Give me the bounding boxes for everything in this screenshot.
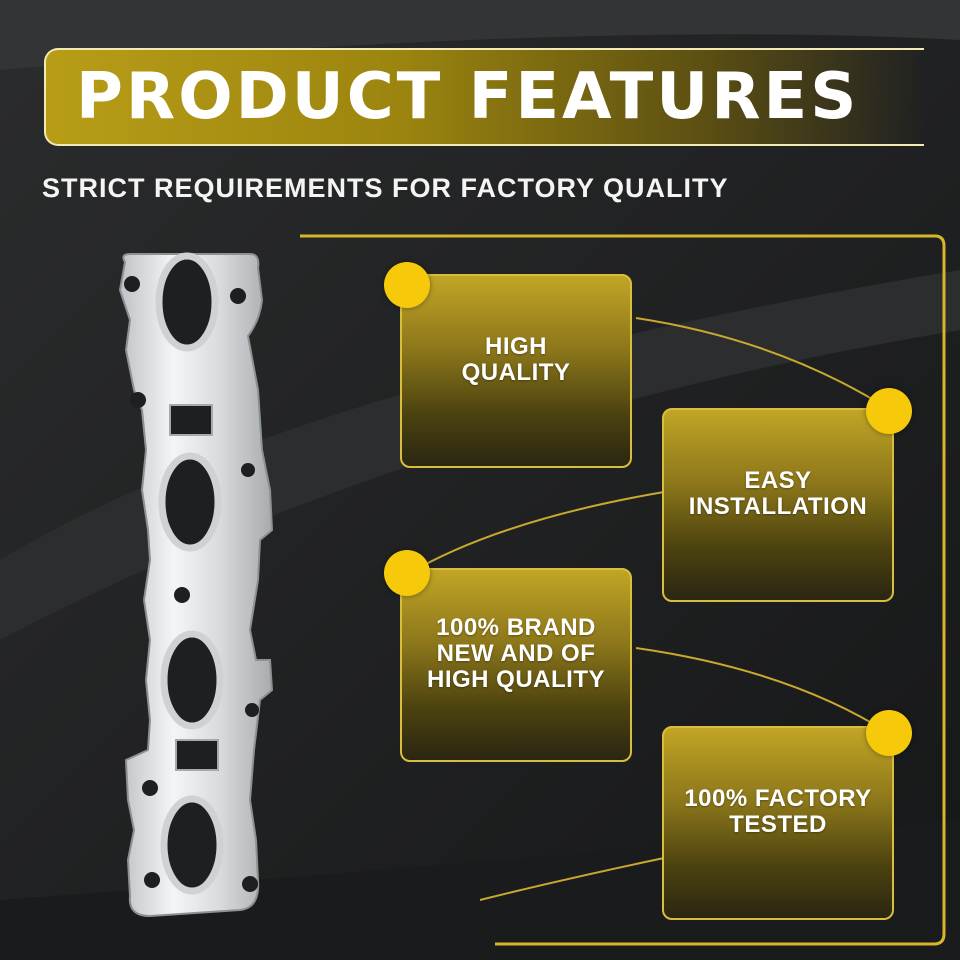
bullet-dot [866,388,912,434]
exhaust-manifold-gasket-icon [118,252,274,918]
feature-card-high-quality: HIGH QUALITY [400,274,632,468]
feature-label: HIGH QUALITY [461,333,571,386]
feature-label: 100% FACTORY TESTED [684,785,872,838]
feature-label: EASY INSTALLATION [688,467,868,520]
feature-card-brand-new: 100% BRAND NEW AND OF HIGH QUALITY [400,568,632,762]
page-subtitle: STRICT REQUIREMENTS FOR FACTORY QUALITY [42,173,729,203]
feature-card-factory-tested: 100% FACTORY TESTED [662,726,894,920]
connector-line-2 [407,491,665,575]
title-banner [44,48,924,146]
bullet-dot [384,550,430,596]
page-title: PRODUCT FEATURES [76,60,860,134]
connector-line-4 [479,857,665,901]
feature-label: 100% BRAND NEW AND OF HIGH QUALITY [427,614,605,693]
bullet-dot [866,710,912,756]
bullet-dot [384,262,430,308]
connector-line-3 [635,647,891,735]
feature-card-easy-installation: EASY INSTALLATION [662,408,894,602]
connector-line-1 [635,317,891,411]
